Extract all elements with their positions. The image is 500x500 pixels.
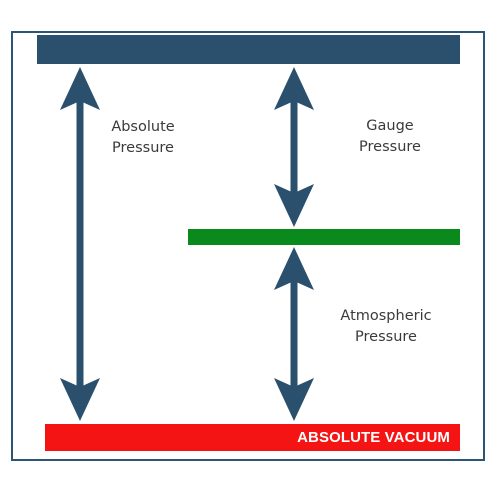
absolute-pressure-label-line1: Absolute bbox=[111, 119, 175, 135]
gauge-pressure-label-line2: Pressure bbox=[359, 139, 421, 155]
gauge-pressure-arrow bbox=[274, 67, 314, 227]
atmospheric-pressure-label-line1: Atmospheric bbox=[340, 308, 432, 324]
absolute-pressure-arrow bbox=[60, 67, 100, 421]
absolute-vacuum-bar: ABSOLUTE VACUUM bbox=[45, 424, 460, 451]
top-pressure-bar bbox=[37, 35, 460, 64]
absolute-vacuum-label: ABSOLUTE VACUUM bbox=[297, 429, 450, 446]
gauge-pressure-label-line1: Gauge bbox=[366, 118, 414, 134]
atmospheric-pressure-arrow bbox=[274, 247, 314, 421]
gauge-pressure-label: Gauge Pressure bbox=[359, 116, 421, 158]
atmospheric-pressure-label: Atmospheric Pressure bbox=[340, 306, 431, 348]
atmospheric-pressure-label-line2: Pressure bbox=[355, 329, 417, 345]
atmospheric-level-bar bbox=[188, 229, 460, 245]
absolute-pressure-label: Absolute Pressure bbox=[111, 117, 174, 159]
absolute-pressure-label-line2: Pressure bbox=[112, 140, 174, 156]
